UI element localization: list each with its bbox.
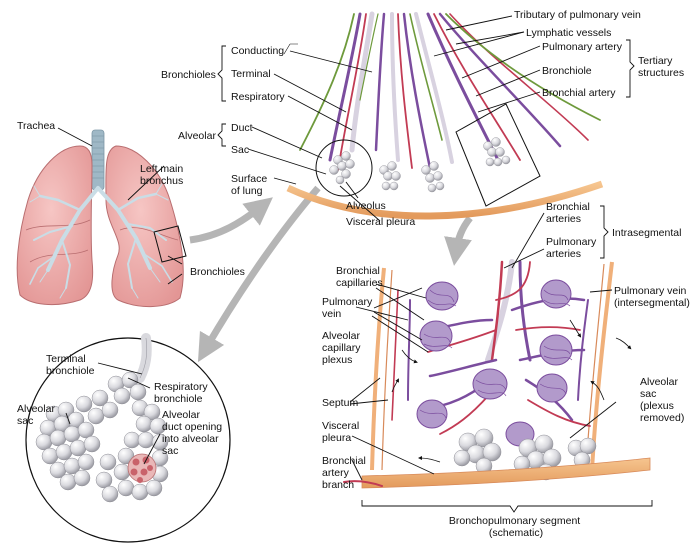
label-ado-line1: Alveolar [162, 409, 200, 421]
label-ba-branch-line2: artery [322, 467, 350, 479]
label-respiratory-bronchiole-circle: Respiratory bronchiole [154, 381, 211, 405]
label-ba-branch-line3: branch [322, 479, 354, 491]
label-sac-removed-line3: (plexus [640, 400, 674, 412]
label-visceral-pleura-top: Visceral pleura [346, 216, 415, 228]
label-segment-line2: (schematic) [489, 527, 543, 539]
label-pv-inter-line1: Pulmonary vein [614, 285, 687, 297]
alveolar-detail-circle [315, 139, 373, 197]
label-terminal: Terminal [231, 68, 271, 80]
label-as-line2: sac [17, 415, 33, 427]
label-rb-line1: Respiratory [154, 381, 208, 393]
label-lymphatic-vessels: Lymphatic vessels [526, 27, 611, 39]
label-respiratory: Respiratory [231, 91, 285, 103]
label-tertiary-line1: Tertiary [638, 55, 673, 67]
label-vp-bottom-line1: Visceral [322, 420, 359, 432]
label-pulmonary-arteries: Pulmonary arteries [546, 236, 599, 260]
visceral-pleura-base [361, 457, 651, 489]
label-bronchial-capillaries: Bronchial capillaries [336, 265, 383, 289]
label-bronchiole-top: Bronchiole [542, 65, 592, 77]
label-tertiary-line2: structures [638, 67, 684, 79]
label-pulmonary-vein-line1: Pulmonary [322, 296, 373, 308]
label-left-main-bronchus-line2: bronchus [140, 175, 183, 187]
label-bronchioles-lung: Bronchioles [190, 266, 245, 278]
label-alveolus: Alveolus [346, 200, 386, 212]
label-bronchioles-group: Bronchioles [161, 69, 216, 81]
label-pv-inter-line2: (intersegmental) [614, 297, 690, 309]
tertiary-bracket [626, 39, 635, 98]
label-duct: Duct [231, 122, 253, 134]
label-terminal-bronchiole-circle: Terminal bronchiole [46, 353, 95, 377]
segment-brace [361, 500, 653, 513]
label-bronchial-capillaries-line1: Bronchial [336, 265, 380, 277]
label-sac: Sac [231, 144, 249, 156]
intrasegmental-bracket [600, 205, 609, 259]
label-vp-bottom-line2: pleura [322, 432, 351, 444]
label-alveolar-capillary-plexus: Alveolar capillary plexus [322, 330, 363, 366]
label-visceral-pleura-bottom: Visceral pleura [322, 420, 362, 444]
label-pulmonary-vein-left: Pulmonary vein [322, 296, 375, 320]
label-sac-removed-line4: removed) [640, 412, 684, 424]
label-intrasegmental: Intrasegmental [612, 227, 681, 239]
label-septum: Septum [322, 397, 358, 409]
label-rb-line2: bronchiole [154, 393, 203, 405]
label-left-main-bronchus: Left main bronchus [140, 163, 186, 187]
label-bronchopulmonary-segment: Bronchopulmonary segment (schematic) [449, 515, 583, 539]
right-lung-shape [16, 145, 94, 305]
arrow-to-circle [197, 185, 321, 363]
label-ado-line2: duct opening [162, 421, 222, 433]
label-bronchial-arteries-line2: arteries [546, 213, 581, 225]
arrow-to-tertiary [189, 197, 273, 244]
label-pulmonary-vein-line2: vein [322, 308, 341, 320]
label-tb-line1: Terminal [46, 353, 86, 365]
tertiary-structures-illustration [283, 11, 604, 220]
label-as-line1: Alveolar [17, 403, 55, 415]
alveolar-sacs-segment [453, 428, 597, 481]
label-bronchial-arteries: Bronchial arteries [546, 201, 593, 225]
label-left-main-bronchus-line1: Left main [140, 163, 183, 175]
label-ado-line4: sac [162, 445, 178, 457]
label-surface-line2: of lung [231, 185, 263, 197]
label-tertiary-structures: Tertiary structures [638, 55, 684, 79]
label-tributary-pulmonary-vein: Tributary of pulmonary vein [514, 9, 641, 21]
bronchopulmonary-segment-illustration [343, 259, 653, 513]
label-pulmonary-arteries-line1: Pulmonary [546, 236, 597, 248]
alveoli-cluster [35, 371, 169, 503]
label-conducting: Conducting [231, 45, 284, 57]
label-trachea: Trachea [17, 120, 55, 132]
label-pulmonary-arteries-line2: arteries [546, 248, 581, 260]
surface-of-lung [286, 180, 604, 220]
label-bronchial-artery-branch: Bronchial artery branch [322, 455, 369, 491]
label-bronchial-artery-top: Bronchial artery [542, 87, 616, 99]
label-segment-line1: Bronchopulmonary segment [449, 515, 580, 527]
label-alveolar-sac-plexus-removed: Alveolar sac (plexus removed) [640, 376, 684, 424]
label-plexus-line1: Alveolar [322, 330, 360, 342]
label-pulmonary-vein-intersegmental: Pulmonary vein (intersegmental) [614, 285, 690, 309]
leader-lines [57, 15, 617, 481]
label-alveolar-group: Alveolar [178, 130, 216, 142]
alveolar-sac-circle-illustration [25, 333, 231, 543]
label-tb-line2: bronchiole [46, 365, 95, 377]
lungs-illustration [16, 129, 187, 308]
label-plexus-line3: plexus [322, 354, 352, 366]
bronchioles-bracket [217, 45, 226, 102]
label-sac-removed-line1: Alveolar [640, 376, 678, 388]
alveolar-bracket [217, 123, 226, 147]
label-alveolar-sac-circle: Alveolar sac [17, 403, 58, 427]
lung-detail-box [153, 225, 187, 263]
label-surface-line1: Surface [231, 173, 267, 185]
label-plexus-line2: capillary [322, 342, 361, 354]
label-bronchial-arteries-line1: Bronchial [546, 201, 590, 213]
arrow-to-segment [444, 215, 473, 266]
label-surface-of-lung: Surface of lung [231, 173, 270, 197]
label-sac-removed-line2: sac [640, 388, 656, 400]
label-ado-line3: into alveolar [162, 433, 219, 445]
label-pulmonary-artery-top: Pulmonary artery [542, 41, 623, 53]
tertiary-detail-box [455, 103, 541, 207]
label-bronchial-capillaries-line2: capillaries [336, 277, 383, 289]
label-alveolar-duct-opening: Alveolar duct opening into alveolar sac [162, 409, 225, 457]
label-ba-branch-line1: Bronchial [322, 455, 366, 467]
alveolar-clusters-top [329, 137, 511, 193]
